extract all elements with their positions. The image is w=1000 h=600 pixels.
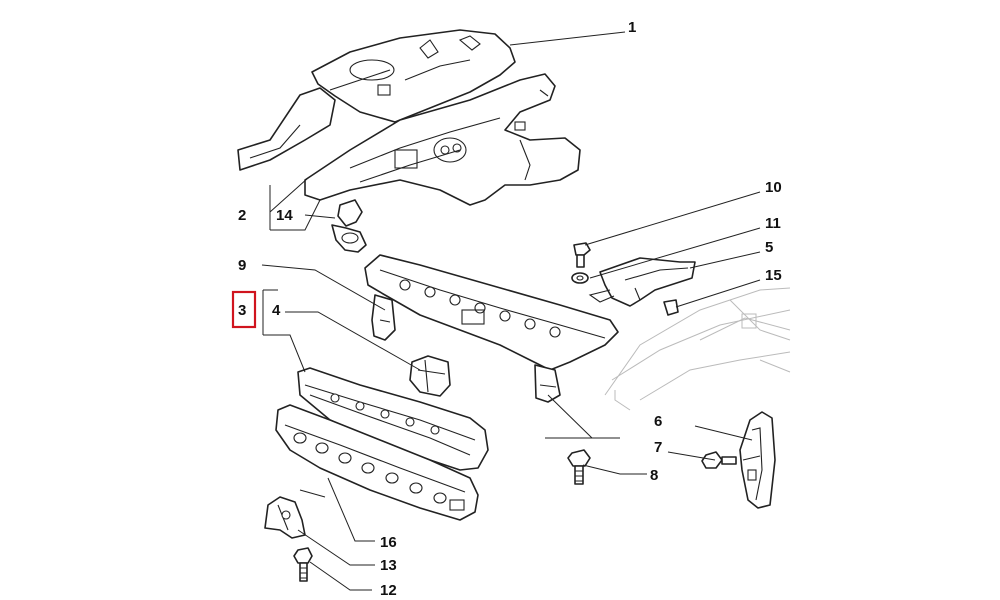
car-body-outline: [604, 287, 791, 411]
part-6-vertical-bracket: [739, 411, 776, 509]
part-12-bolt: [293, 547, 313, 582]
part-3-bumper-beam: [297, 367, 489, 471]
label-3: 3: [238, 302, 246, 319]
label-13: 13: [380, 557, 397, 574]
label-11: 11: [765, 215, 781, 232]
label-6: 6: [654, 413, 662, 430]
label-12: 12: [380, 582, 397, 599]
part-4-mount: [409, 355, 451, 397]
label-10: 10: [765, 179, 782, 196]
part-5-bracket: [588, 257, 696, 307]
label-5: 5: [765, 239, 773, 256]
label-14: 14: [276, 207, 293, 224]
label-16: 16: [380, 534, 397, 551]
label-7: 7: [654, 439, 662, 456]
part-10-bolt: [573, 242, 591, 268]
label-15: 15: [765, 267, 782, 284]
label-2: 2: [238, 207, 246, 224]
part-7-bolt: [701, 451, 737, 469]
label-9: 9: [238, 257, 246, 274]
highlight-box-3: [231, 290, 257, 329]
part-1-floor-panel: [237, 29, 516, 171]
part-14-bracket: [331, 199, 367, 253]
leader-lines: [261, 31, 761, 591]
part-8-bolt: [567, 449, 591, 485]
label-1: 1: [628, 19, 636, 36]
part-16-lower-beam: [275, 404, 479, 521]
label-4: 4: [272, 302, 281, 319]
part-2-front-rail: [304, 73, 581, 206]
label-8: 8: [650, 467, 658, 484]
part-15-plug: [663, 299, 679, 316]
part-13-bracket: [264, 496, 306, 539]
part-11-washer: [571, 272, 589, 284]
